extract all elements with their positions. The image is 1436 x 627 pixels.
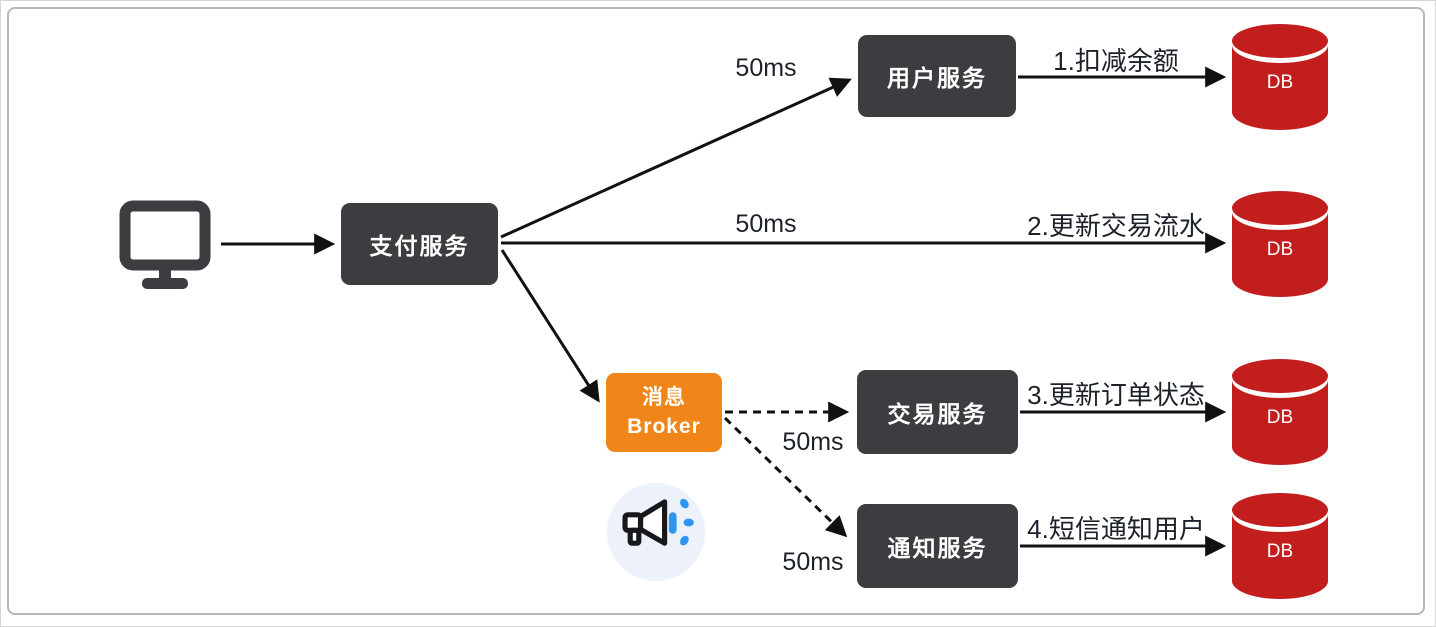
step3-label: 3.更新订单状态 [1027,380,1205,410]
db4-label: DB [1266,541,1294,562]
notification-service-node: 通知服务 [857,504,1018,588]
message-broker-label-line1: 消息 [642,386,686,410]
user-service-label: 用户服务 [887,65,987,91]
db4-cylinder: DB [1232,493,1328,599]
db2-cylinder: DB [1232,191,1328,297]
monitor-icon [119,200,211,289]
transaction-service-node: 交易服务 [857,370,1018,454]
transaction-service-label: 交易服务 [887,401,988,427]
db3-label: DB [1266,407,1294,428]
latency-label-broker-notification: 50ms [782,548,844,576]
message-broker-label-line2: Broker [627,414,701,438]
payment-service-node: 支付服务 [341,203,498,285]
edge-payment-to-broker [500,249,600,403]
step1-label: 1.扣减余额 [1053,46,1179,76]
payment-service-label: 支付服务 [369,233,470,259]
latency-label-broker-transaction: 50ms [782,428,844,456]
db1-label: DB [1266,72,1294,93]
latency-label-payment-user: 50ms [735,54,797,82]
step4-label: 4.短信通知用户 [1027,514,1205,544]
db2-label: DB [1266,239,1294,260]
latency-label-payment-db: 50ms [735,210,797,238]
megaphone-icon [607,483,705,581]
db3-cylinder: DB [1232,359,1328,465]
message-broker-node: 消息 Broker [606,373,722,452]
step2-label: 2.更新交易流水 [1027,211,1205,241]
db1-cylinder: DB [1232,24,1328,130]
user-service-node: 用户服务 [858,35,1016,117]
notification-service-label: 通知服务 [887,535,988,561]
